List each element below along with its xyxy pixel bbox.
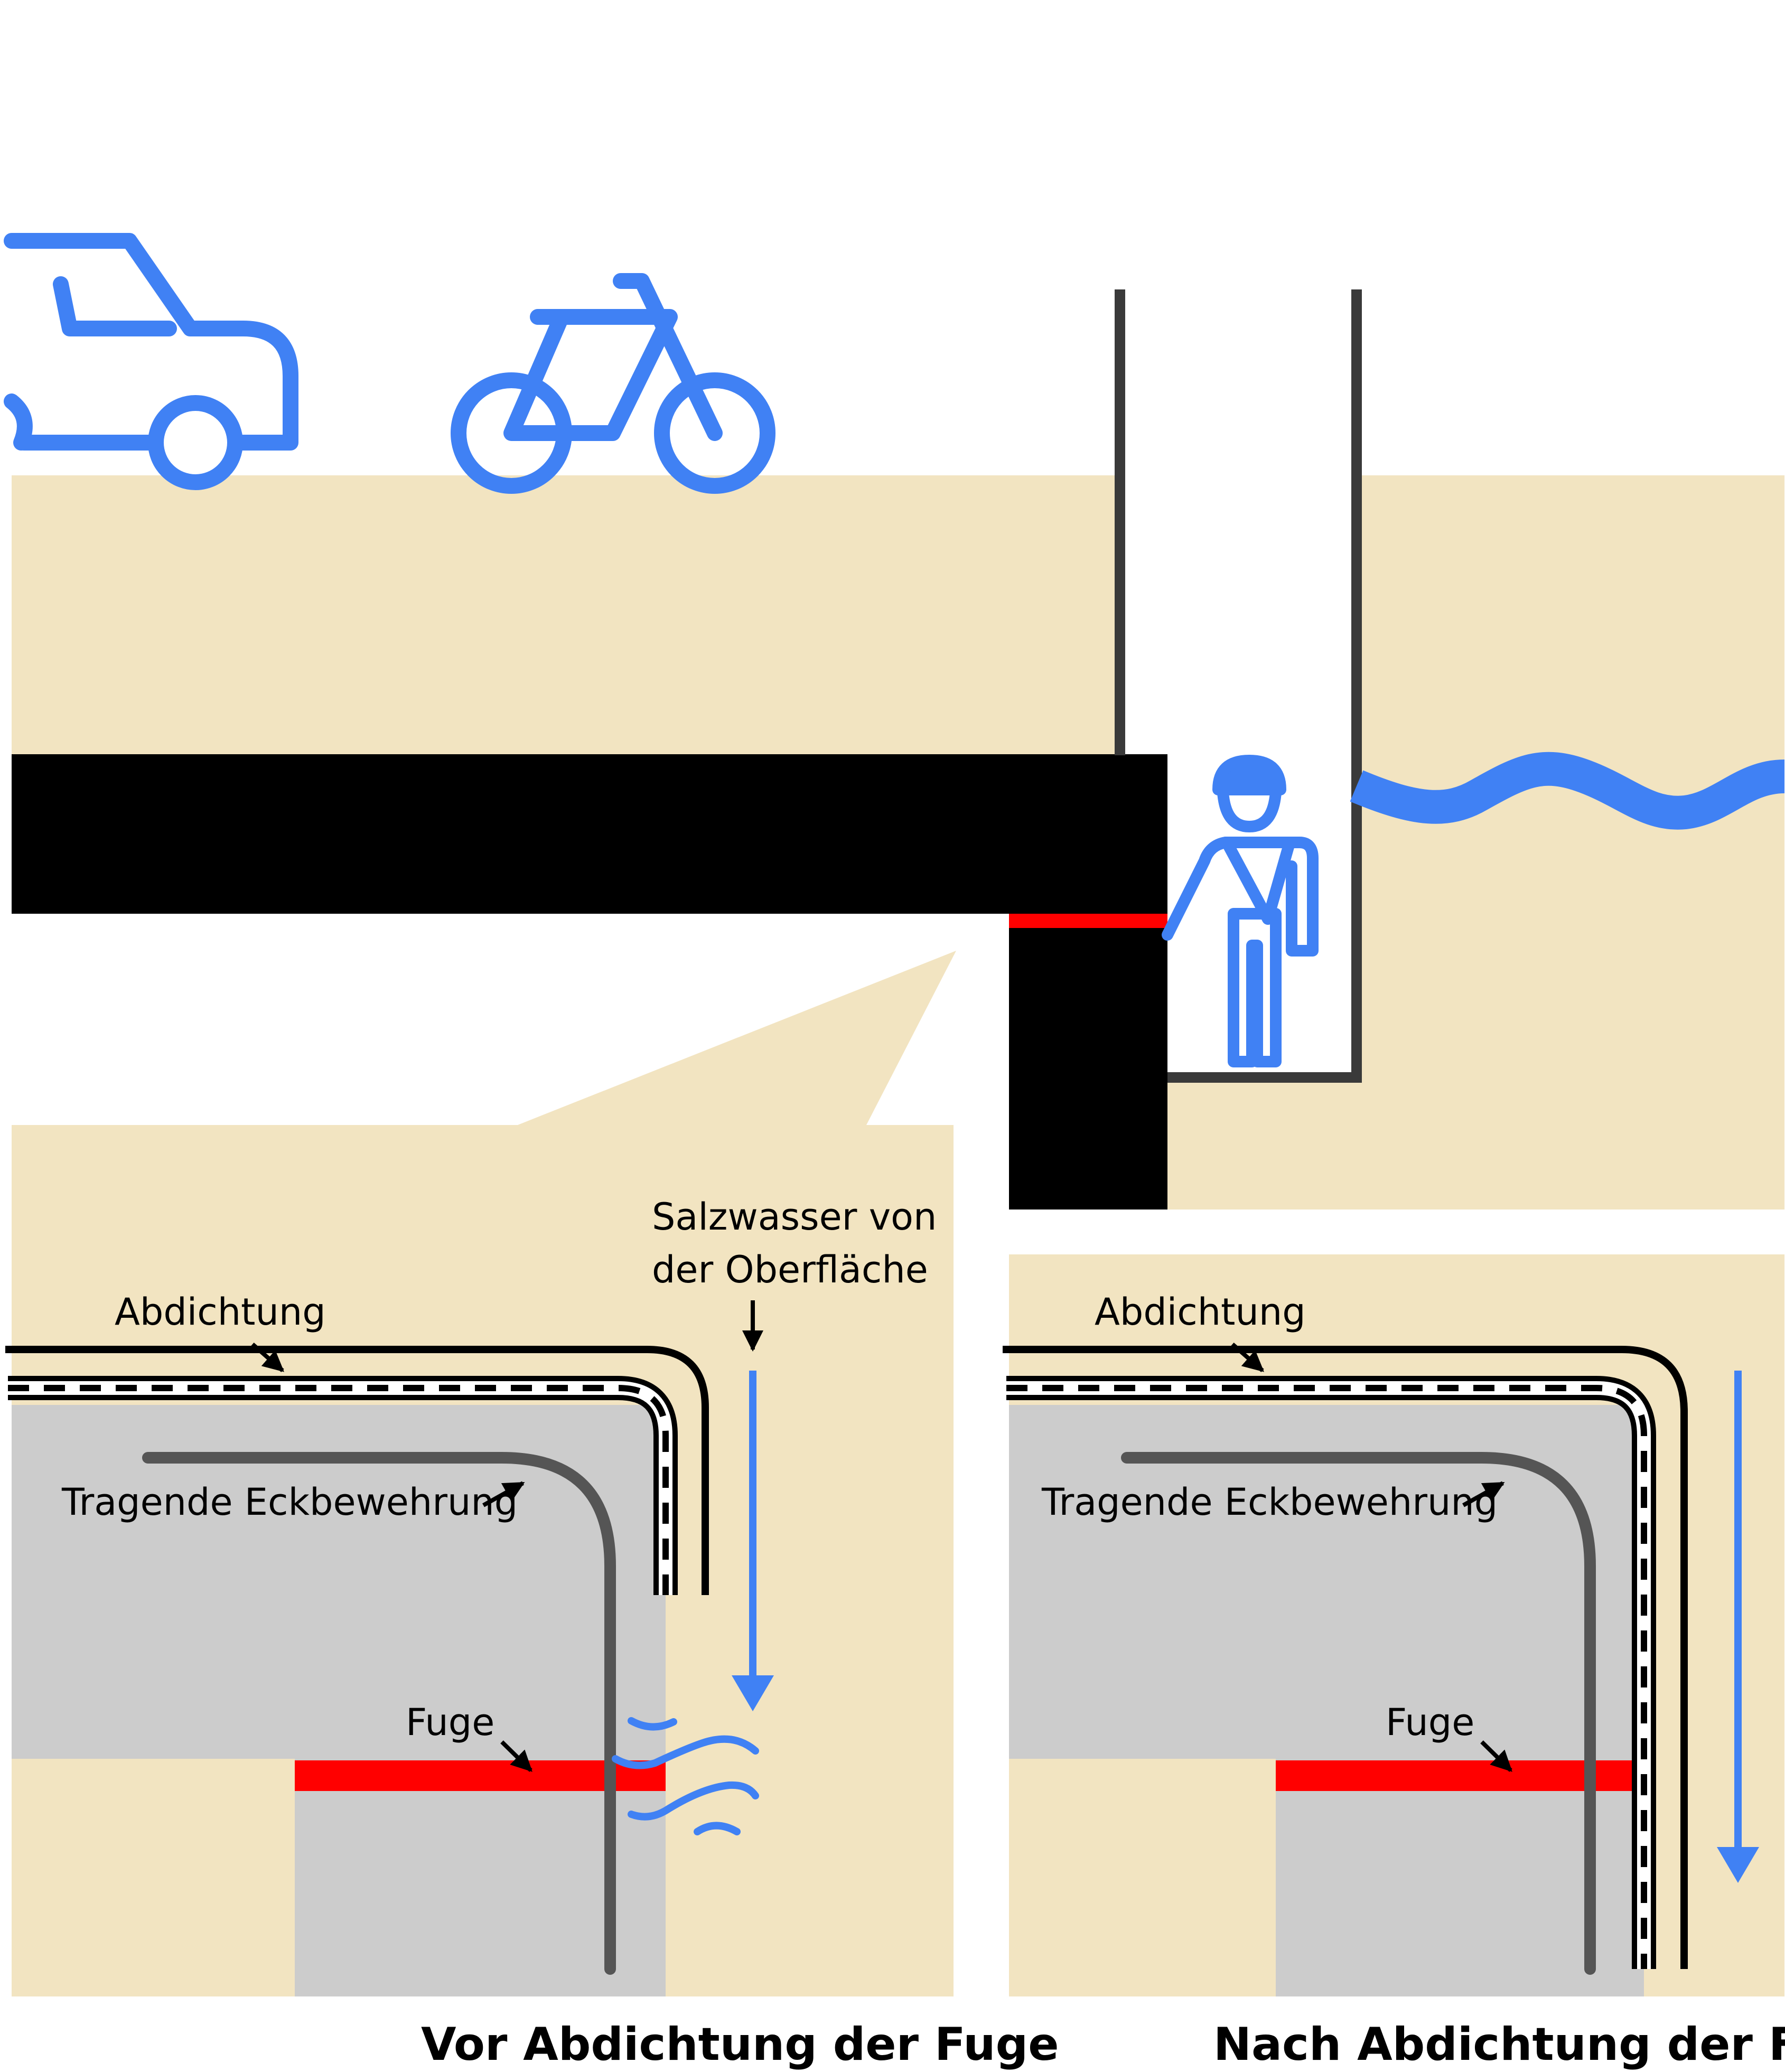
caption-before: Vor Abdichtung der Fuge [421, 2018, 1059, 2071]
worker-icon [1162, 755, 1319, 1067]
sealing-membrane-right-dash [1006, 1385, 1647, 1969]
joint-label-right: Fuge [1386, 1701, 1474, 1744]
sealing-outer-right [1003, 1346, 1688, 1969]
bicycle-icon [451, 273, 775, 494]
sealing-membrane-left-dash [8, 1385, 669, 1595]
water-wave-icon [1350, 752, 1785, 830]
sealing-label-left: Abdichtung [115, 1290, 326, 1334]
detail-after: Abdichtung Tragende Eckbewehrung Fuge Na… [1003, 1290, 1785, 2071]
leak-waves-icon [612, 1717, 759, 1835]
roof-slab [12, 754, 1167, 914]
sealing-outer-left [5, 1346, 709, 1595]
concrete-lower-right [1276, 1759, 1644, 1996]
car-icon [4, 233, 298, 490]
water-flow-arrowhead-right [1717, 1847, 1759, 1883]
concrete-lower-left [295, 1759, 666, 1996]
shaft-wall-right [1167, 289, 1362, 1083]
joint-label-left: Fuge [406, 1701, 494, 1744]
joint-pointer-left [500, 1740, 532, 1772]
wall-column [1009, 927, 1167, 1210]
rebar-right [1121, 1452, 1596, 1975]
rebar-left [142, 1452, 616, 1975]
water-flow-arrowhead-left [732, 1675, 774, 1711]
sealing-label-right: Abdichtung [1095, 1290, 1306, 1334]
saltwater-label-line2: der Oberfläche [652, 1248, 928, 1291]
soil-right [1357, 475, 1784, 1210]
rebar-label-right: Tragende Eckbewehrung [1041, 1480, 1498, 1524]
rebar-pointer-left [482, 1481, 525, 1507]
joint-right [1276, 1760, 1644, 1791]
detail-before: Salzwasser von der Oberfläche Abdichtung… [5, 1195, 1059, 2071]
rebar-label-left: Tragende Eckbewehrung [61, 1480, 518, 1524]
sealing-pointer-right [1231, 1342, 1265, 1373]
soil-under-shaft [1167, 1077, 1357, 1210]
rebar-pointer-right [1462, 1481, 1505, 1507]
joint-pointer-right [1480, 1740, 1512, 1772]
joint-left [295, 1760, 666, 1791]
saltwater-label-line1: Salzwasser von [652, 1195, 937, 1239]
joint-overview [1009, 914, 1167, 928]
sealing-pointer-left [251, 1342, 285, 1373]
caption-after: Nach Abdichtung der Fuge [1213, 2018, 1785, 2071]
